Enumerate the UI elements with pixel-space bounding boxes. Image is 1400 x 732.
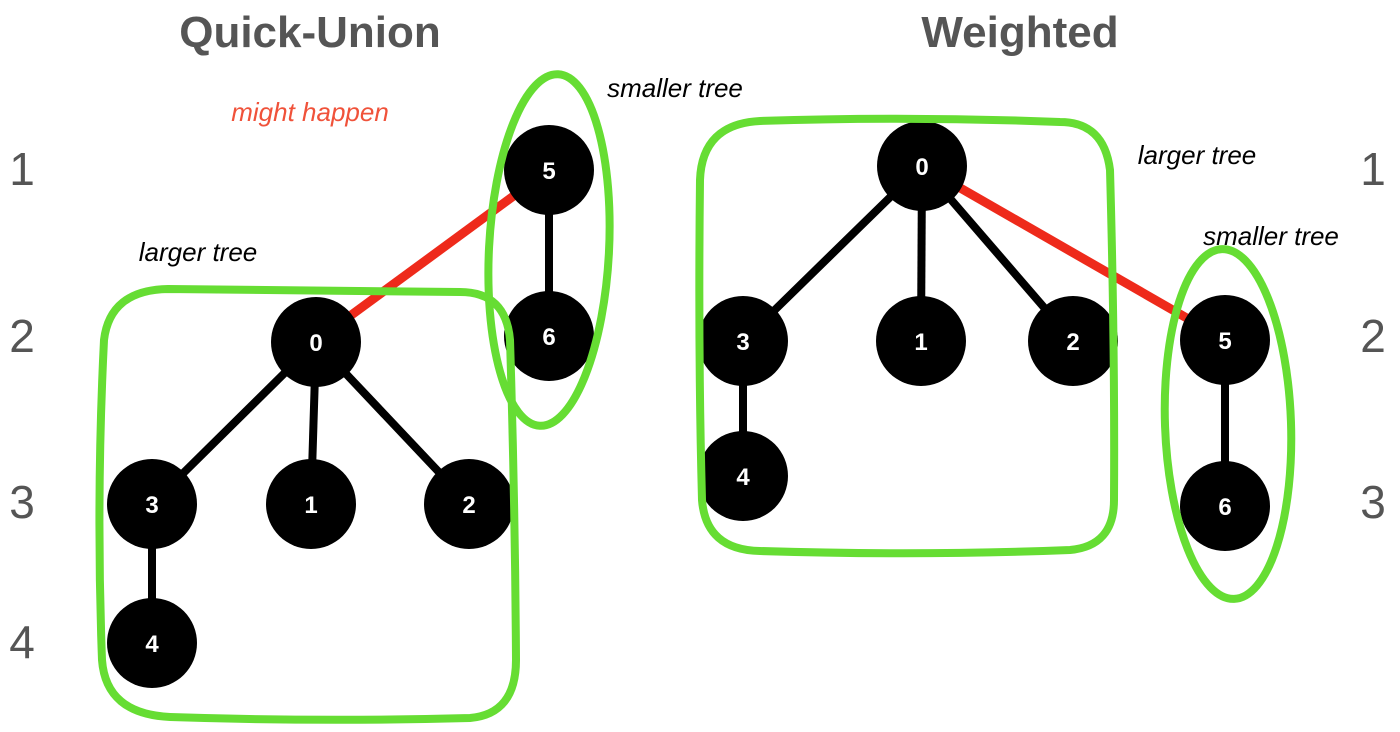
quick-union-larger-tree-label: larger tree [139,237,258,267]
tree-node: 4 [107,598,197,688]
svg-text:1: 1 [304,492,317,519]
svg-text:4: 4 [145,631,159,658]
quick-union-level-axis: 1 2 3 4 [9,143,35,668]
level-label: 1 [9,143,35,195]
weighted-larger-tree-label: larger tree [1138,140,1257,170]
weighted-level-axis: 1 2 3 [1360,143,1386,528]
tree-node: 0 [271,297,361,387]
level-label: 3 [9,476,35,528]
svg-text:6: 6 [542,324,555,351]
tree-node: 6 [504,291,594,381]
tree-node: 4 [698,431,788,521]
svg-text:2: 2 [462,492,475,519]
quick-union-smaller-tree-label: smaller tree [607,73,743,103]
weighted-title: Weighted [921,8,1118,57]
level-label: 1 [1360,143,1386,195]
tree-node: 3 [107,459,197,549]
tree-node: 3 [698,296,788,386]
tree-node: 5 [1180,295,1270,385]
quick-union-tree: 5 6 0 3 1 2 4 [95,70,614,724]
svg-text:6: 6 [1218,494,1231,521]
tree-node: 2 [1028,296,1118,386]
svg-text:3: 3 [145,492,158,519]
svg-text:4: 4 [736,464,750,491]
svg-text:1: 1 [914,329,927,356]
svg-text:0: 0 [309,330,322,357]
svg-text:5: 5 [542,158,555,185]
larger-tree-highlight [95,285,520,724]
level-label: 3 [1360,476,1386,528]
svg-text:2: 2 [1066,329,1079,356]
svg-text:3: 3 [736,329,749,356]
smaller-tree-highlight [1160,245,1296,603]
tree-node: 5 [504,125,594,215]
weighted-tree: 0 3 1 2 4 5 6 [695,114,1296,603]
svg-text:5: 5 [1218,328,1231,355]
tree-node: 1 [876,296,966,386]
larger-tree-highlight [695,114,1119,558]
quick-union-title: Quick-Union [179,8,441,57]
tree-node: 2 [424,459,514,549]
union-link [317,166,552,342]
tree-node: 1 [266,459,356,549]
tree-node: 0 [877,121,967,211]
level-label: 2 [1360,310,1386,362]
level-label: 4 [9,616,35,668]
svg-text:0: 0 [915,154,928,181]
smaller-tree-highlight [484,70,614,430]
tree-node: 6 [1180,461,1270,551]
might-happen-label: might happen [231,97,389,127]
level-label: 2 [9,310,35,362]
